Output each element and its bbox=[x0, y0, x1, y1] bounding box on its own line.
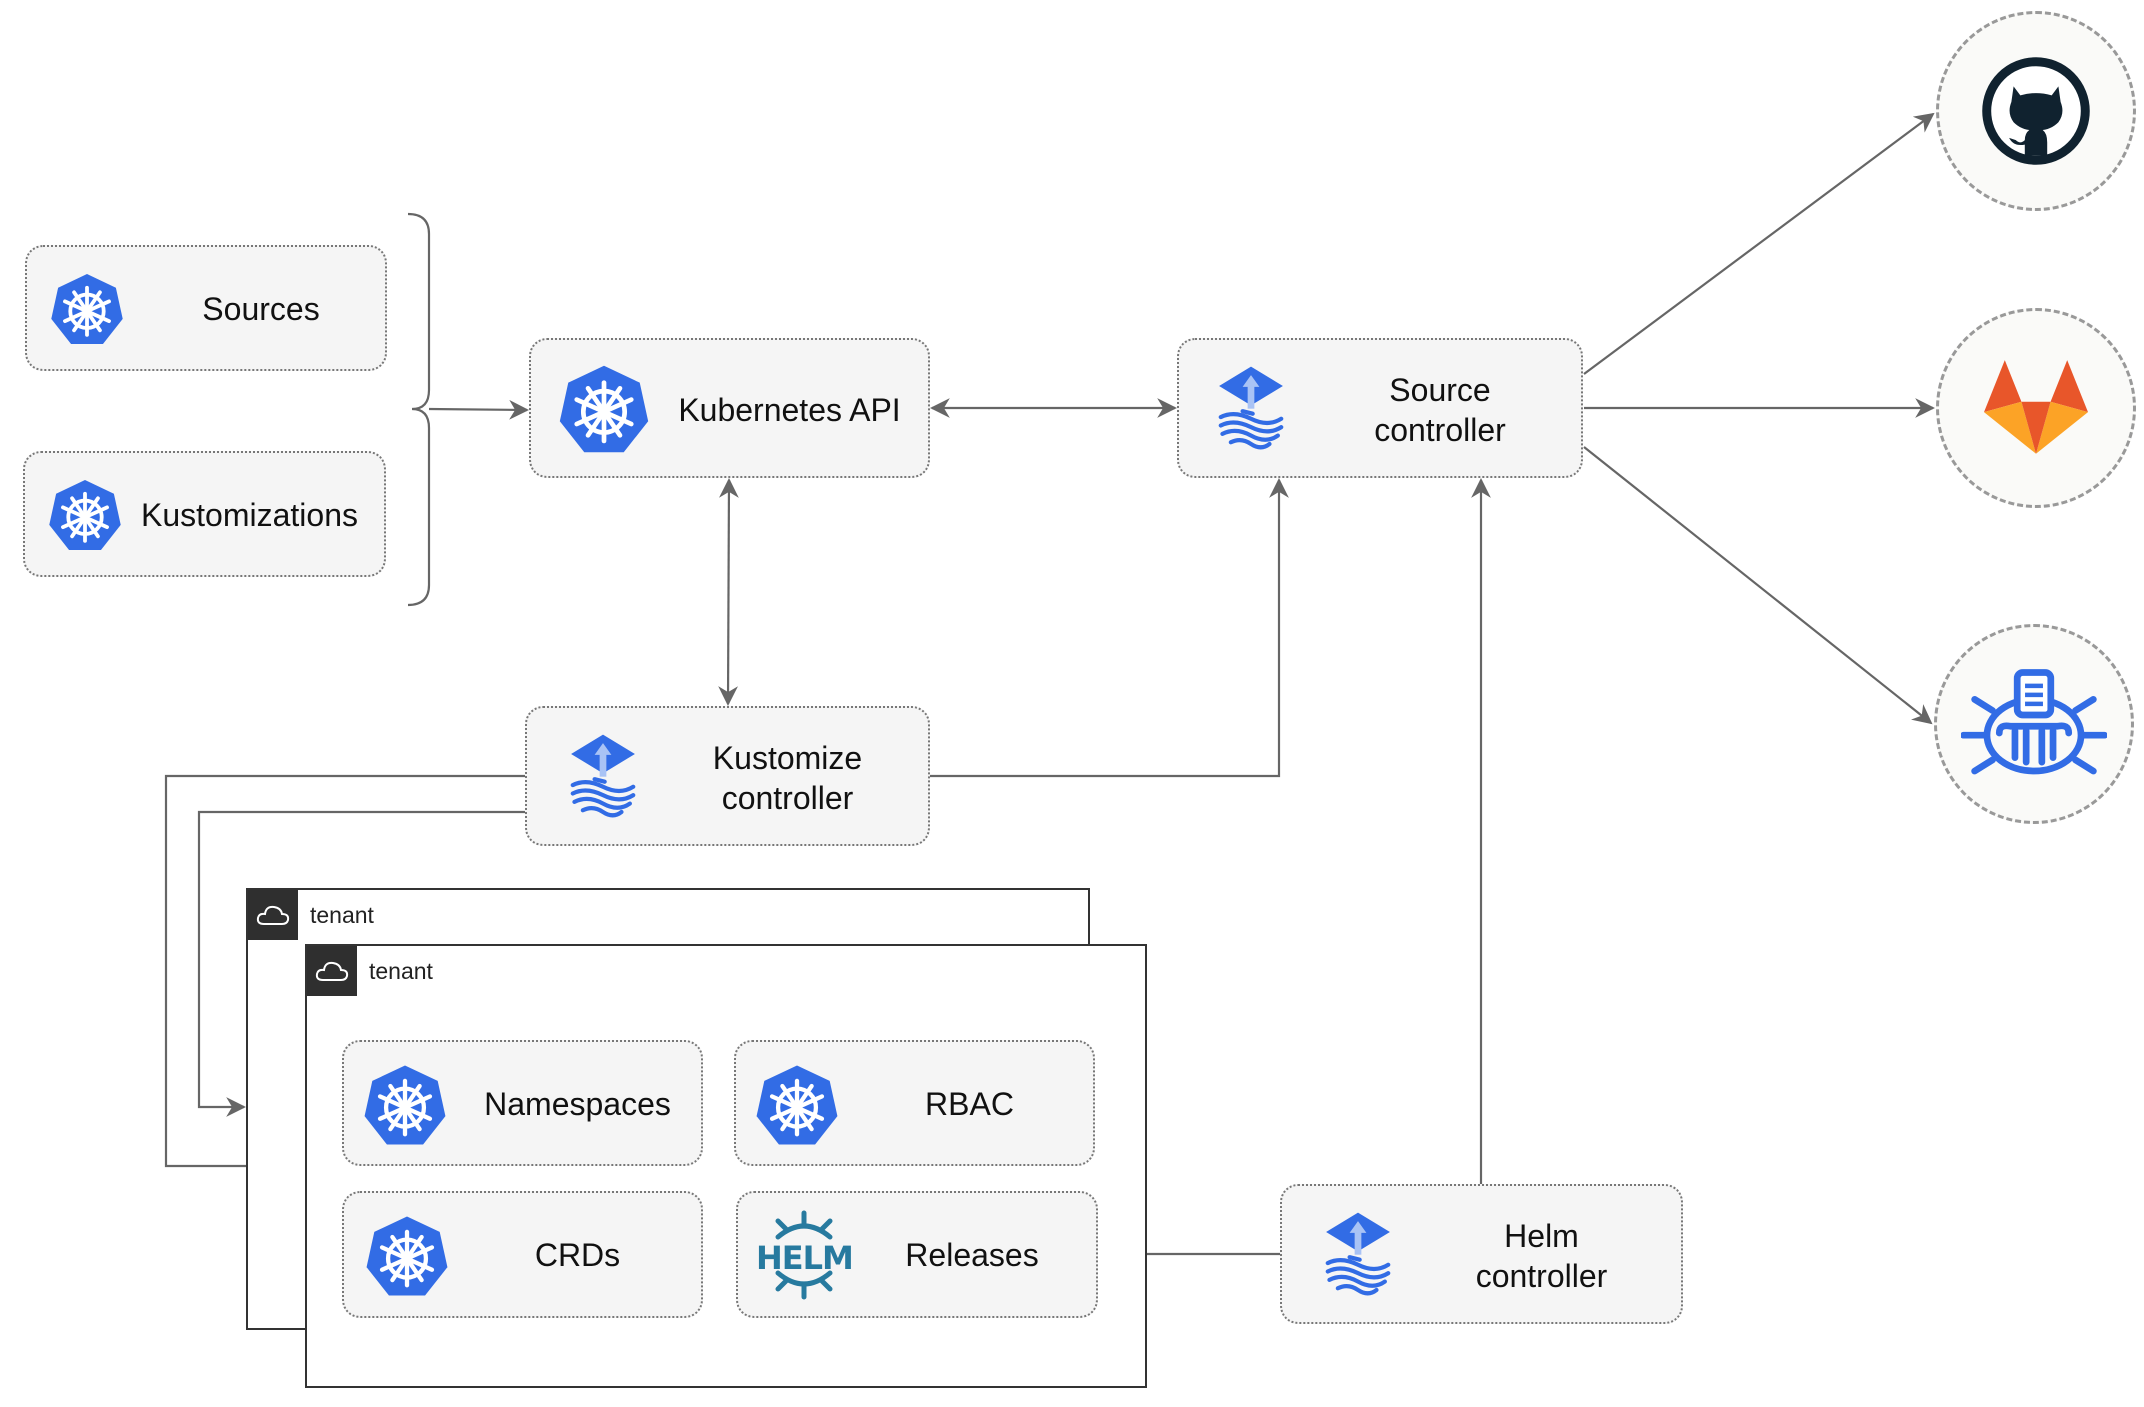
tenant-front[interactable]: tenant bbox=[305, 944, 1147, 1388]
bucket-icon bbox=[1961, 669, 2107, 775]
releases-label: Releases bbox=[905, 1237, 1039, 1273]
edge-source-github bbox=[1583, 112, 1935, 375]
edge-brace-to-api bbox=[428, 399, 529, 420]
edge-kustomize-tenant-front bbox=[164, 774, 525, 1176]
flux-icon bbox=[1209, 352, 1293, 462]
sources-label: Sources bbox=[202, 291, 320, 327]
kubernetes-icon bbox=[557, 362, 651, 456]
releases-node[interactable]: HELM Releases bbox=[736, 1191, 1098, 1318]
label-line: controller bbox=[1475, 1258, 1608, 1294]
namespaces-label: Namespaces bbox=[484, 1086, 671, 1122]
kustomizations-label: Kustomizations bbox=[141, 497, 358, 533]
edge-source-bucket bbox=[1583, 446, 1933, 725]
crds-label: CRDs bbox=[534, 1237, 621, 1273]
bucket-source[interactable] bbox=[1934, 624, 2134, 824]
source-controller-label: Source controller bbox=[1309, 370, 1571, 450]
label-line: controller bbox=[1374, 412, 1506, 448]
kustomize-controller-label: Kustomize controller bbox=[657, 738, 918, 818]
helm-controller-node[interactable]: Helm controller bbox=[1280, 1184, 1683, 1324]
edge-api-kustomize bbox=[718, 478, 739, 706]
kubernetes-api-label: Kubernetes API bbox=[678, 392, 901, 428]
helm-logo-text: HELM bbox=[756, 1239, 854, 1277]
helm-icon: HELM bbox=[756, 1207, 854, 1303]
cloud-icon bbox=[307, 946, 357, 996]
tenant-label: tenant bbox=[369, 958, 433, 984]
gitlab-icon bbox=[1984, 360, 2088, 454]
flux-icon bbox=[1316, 1198, 1400, 1308]
github-icon bbox=[1982, 57, 2090, 165]
cloud-icon bbox=[248, 890, 298, 940]
flux-icon bbox=[561, 720, 645, 830]
namespaces-node[interactable]: Namespaces bbox=[342, 1040, 703, 1166]
rbac-node[interactable]: RBAC bbox=[734, 1040, 1095, 1166]
kubernetes-icon bbox=[364, 1213, 450, 1299]
edge-kustomize-source bbox=[930, 478, 1289, 778]
crds-node[interactable]: CRDs bbox=[342, 1191, 703, 1318]
github-source[interactable] bbox=[1936, 11, 2136, 211]
kustomize-controller-node[interactable]: Kustomize controller bbox=[525, 706, 930, 846]
label-line: Kustomize bbox=[712, 740, 863, 776]
label-line: Helm bbox=[1504, 1218, 1579, 1254]
kustomizations-node[interactable]: Kustomizations bbox=[23, 451, 386, 577]
kubernetes-icon bbox=[49, 271, 125, 347]
kubernetes-icon bbox=[754, 1062, 840, 1148]
helm-controller-label: Helm controller bbox=[1412, 1216, 1671, 1296]
rbac-label: RBAC bbox=[925, 1086, 1014, 1122]
kubernetes-api-node[interactable]: Kubernetes API bbox=[529, 338, 930, 478]
kubernetes-icon bbox=[362, 1062, 448, 1148]
tenant-label: tenant bbox=[310, 902, 374, 928]
label-line: controller bbox=[721, 780, 854, 816]
sources-node[interactable]: Sources bbox=[25, 245, 387, 371]
kubernetes-icon bbox=[47, 477, 123, 553]
brace bbox=[407, 212, 431, 607]
label-line: Source bbox=[1389, 372, 1491, 408]
gitlab-source[interactable] bbox=[1936, 308, 2136, 508]
source-controller-node[interactable]: Source controller bbox=[1177, 338, 1583, 478]
edge-kustomize-tenant-back bbox=[197, 810, 525, 1117]
